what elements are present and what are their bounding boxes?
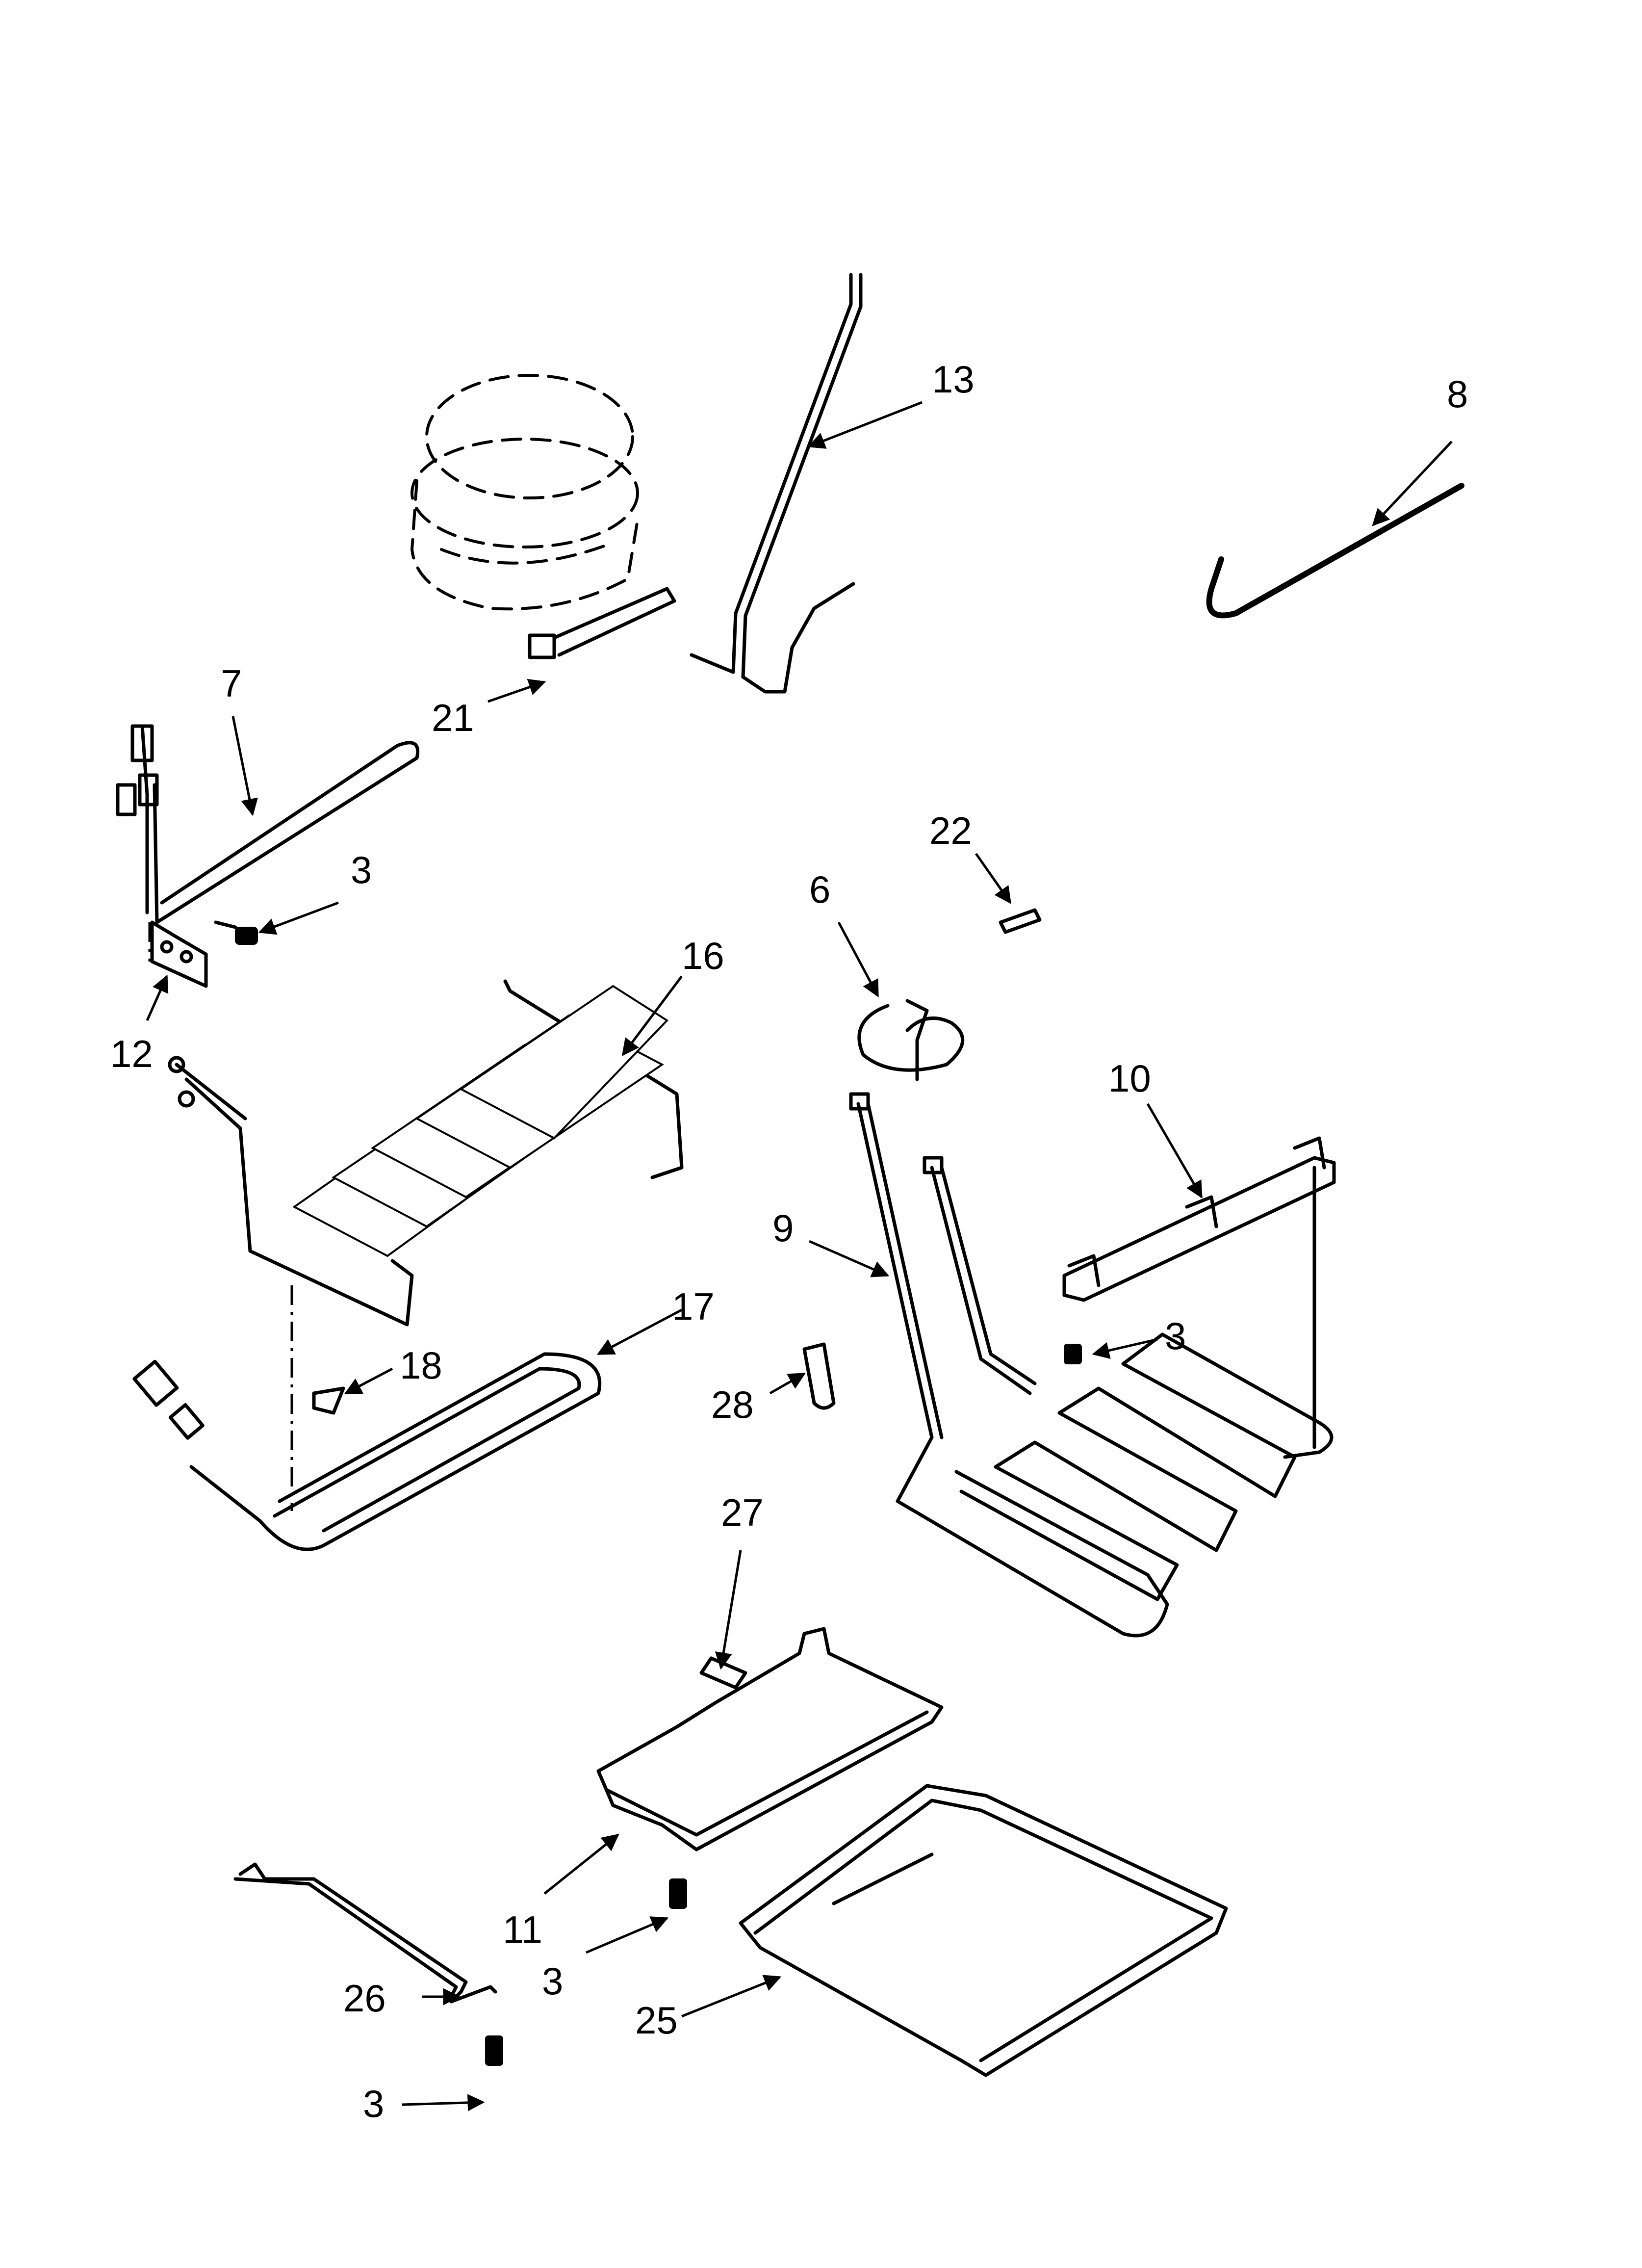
- part-27-clip: [699, 1656, 747, 1690]
- part-25-drain-pan: [739, 1784, 1228, 2077]
- callout-labels: 13 8 7 21 3 22 6 16 12 10 9 3 17 18 28 2…: [110, 358, 1468, 2125]
- callout-16: 16: [682, 934, 724, 977]
- callout-6: 6: [809, 868, 830, 911]
- callout-7: 7: [221, 662, 242, 705]
- callout-3-bottom: 3: [363, 2082, 384, 2125]
- part-3-screw-top: [214, 920, 258, 945]
- callout-3-middle: 3: [1165, 1314, 1186, 1357]
- part-22-clip: [999, 908, 1042, 934]
- compressor-outline: [410, 374, 639, 611]
- part-7-heater: [116, 724, 420, 962]
- callout-3: 3: [351, 848, 372, 891]
- part-13-tube: [690, 273, 863, 694]
- part-17-defrost-heater: [132, 1352, 602, 1551]
- callout-21: 21: [432, 696, 474, 739]
- callout-3-lower: 3: [542, 1959, 563, 2003]
- part-9-condenser-coil: [849, 1092, 1334, 1638]
- part-8-wire: [1206, 483, 1464, 619]
- callout-12: 12: [110, 1032, 153, 1075]
- part-28-sleeve: [802, 1342, 836, 1410]
- part-3-screw-bottom-middle: [669, 1878, 687, 1909]
- callout-18: 18: [400, 1344, 442, 1387]
- callout-28: 28: [711, 1383, 754, 1426]
- callout-25: 25: [635, 1999, 678, 2042]
- callout-22: 22: [929, 809, 972, 852]
- evaporator-fins: [292, 985, 669, 1257]
- callout-26: 26: [343, 1977, 386, 2020]
- callout-8: 8: [1447, 372, 1468, 416]
- part-6-coiled-tube: [857, 999, 965, 1081]
- part-16-evaporator: [168, 979, 684, 1511]
- leader-lines: [146, 401, 1453, 2112]
- part-3-screw-bottom-left: [485, 2035, 503, 2066]
- callout-27: 27: [721, 1491, 764, 1534]
- part-18-clip: [312, 1386, 345, 1415]
- callout-17: 17: [672, 1285, 715, 1328]
- callout-9: 9: [772, 1206, 794, 1250]
- part-10-bracket: [1062, 1136, 1336, 1449]
- callout-10: 10: [1108, 1057, 1151, 1100]
- callout-11: 11: [503, 1908, 542, 1951]
- part-12-bracket: [150, 920, 208, 988]
- part-3-screw-middle: [1064, 1344, 1082, 1364]
- part-21-cable-tie: [528, 587, 676, 659]
- part-11-bracket: [596, 1627, 944, 1851]
- callout-13: 13: [932, 358, 975, 401]
